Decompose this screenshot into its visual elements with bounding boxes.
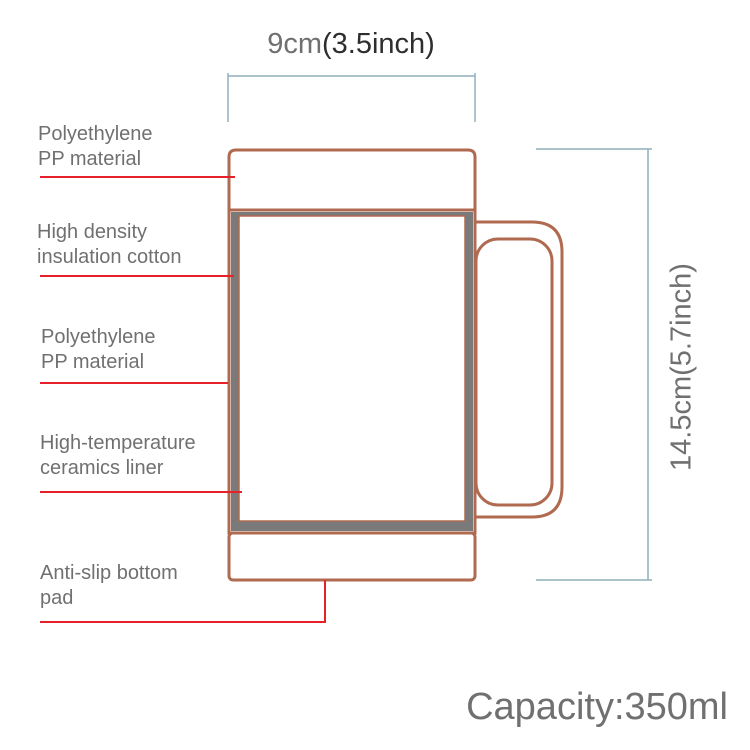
ceramic-liner <box>238 215 466 522</box>
label-lid: Polyethylene PP material <box>38 123 153 170</box>
leader-lines <box>40 176 326 623</box>
label-liner: High-temperature ceramics liner <box>40 432 196 479</box>
leader-line-bottom-pad <box>40 580 326 623</box>
label-outer-wall: Polyethylene PP material <box>41 326 156 373</box>
height-dimension-line <box>536 148 652 581</box>
mug-bottom-pad <box>227 531 477 582</box>
width-dimension-label: 9cm(3.5inch) <box>226 28 476 61</box>
label-bottom-pad: Anti-slip bottom pad <box>40 562 178 609</box>
mug-body <box>227 148 477 582</box>
label-insulation: High density insulation cotton <box>37 221 182 268</box>
mug-lid <box>227 148 477 210</box>
capacity-label: Capacity:350ml <box>466 686 728 728</box>
width-cm: 9cm <box>267 28 322 60</box>
height-dimension-label: 14.5cm(5.7inch) <box>665 263 698 471</box>
width-dimension-line <box>227 73 476 122</box>
width-inch: (3.5inch) <box>321 28 435 60</box>
mug-handle <box>474 220 564 519</box>
